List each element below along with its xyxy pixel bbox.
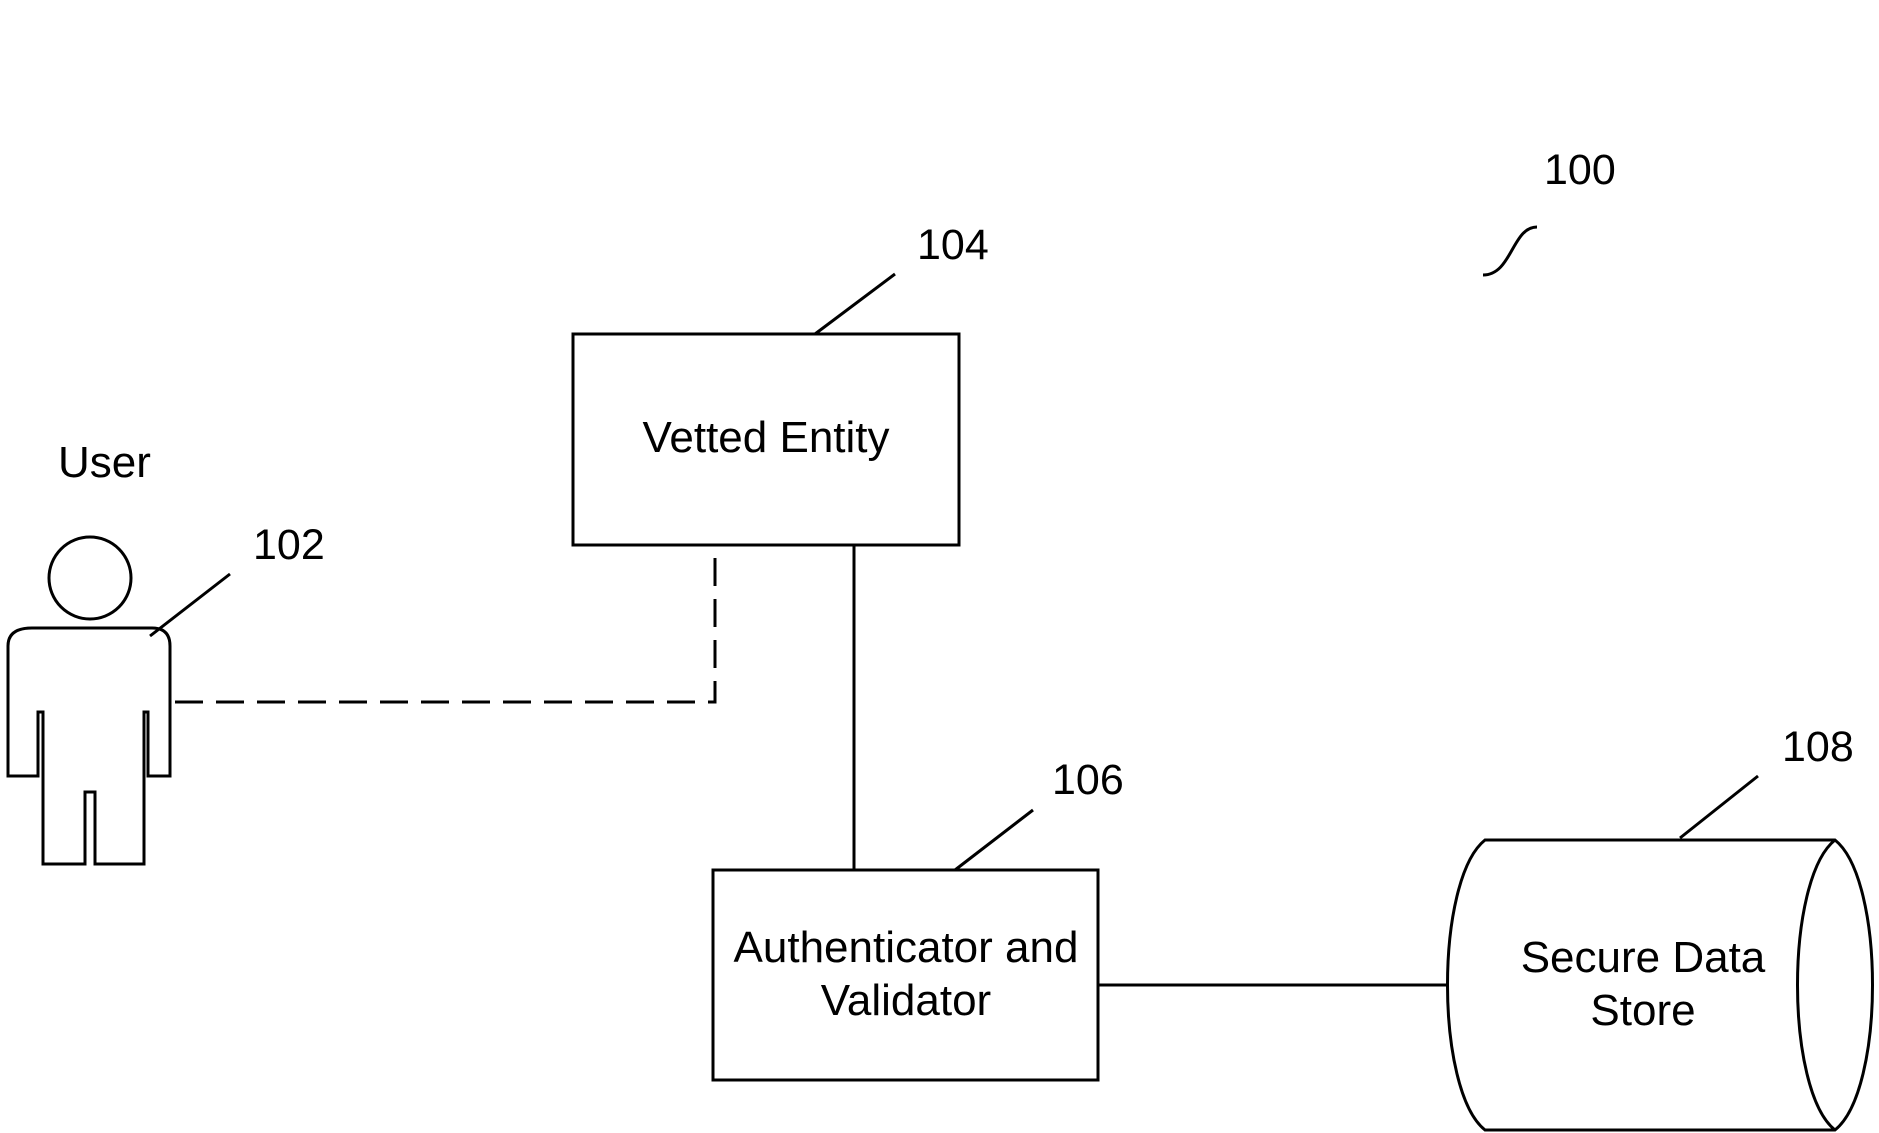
data-store-ref-leader <box>1680 776 1758 838</box>
user-label: User <box>58 438 151 487</box>
data-store-ref-label: 108 <box>1782 723 1854 771</box>
data-store-label-line2: Store <box>1590 986 1695 1035</box>
vetted-entity-ref-label: 104 <box>917 221 989 269</box>
data-store-label-line1: Secure Data <box>1521 933 1766 982</box>
authenticator-ref-leader <box>955 810 1033 870</box>
authenticator-label-line2: Validator <box>821 976 991 1025</box>
authenticator-box <box>713 870 1098 1080</box>
authenticator-ref-label: 106 <box>1052 756 1124 804</box>
user-ref-leader <box>150 574 230 636</box>
secure-data-store-icon <box>1448 840 1873 1130</box>
figure-ref-label: 100 <box>1544 146 1616 194</box>
authenticator-label-line1: Authenticator and <box>734 923 1079 972</box>
data-store-body <box>1448 840 1873 1130</box>
user-body <box>8 628 170 864</box>
figure-ref-squiggle <box>1483 227 1537 275</box>
vetted-entity-ref-leader <box>815 274 895 334</box>
user-icon <box>8 537 170 864</box>
vetted-entity-label: Vetted Entity <box>642 413 889 462</box>
user-ref-label: 102 <box>253 521 325 569</box>
user-head <box>49 537 131 619</box>
